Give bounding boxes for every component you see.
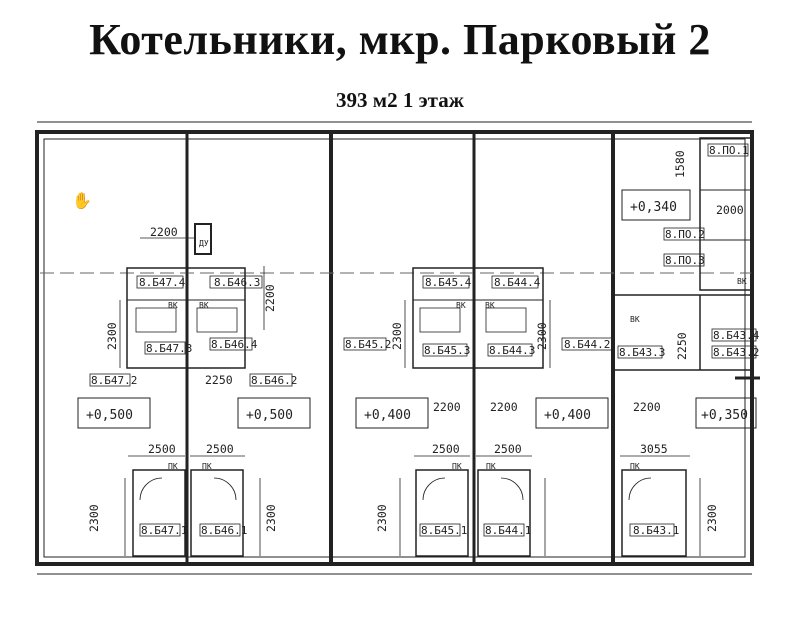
room-label: 8.Б43.1	[633, 524, 679, 537]
equipment-mark: ПК	[630, 462, 640, 471]
dimension-label: 2200	[633, 400, 661, 414]
room-label: 8.Б46.2	[251, 374, 297, 387]
room-label: 8.Б47.4	[139, 276, 186, 289]
room-label: 8.Б43.2	[713, 346, 759, 359]
dimension-label: 2500	[148, 442, 176, 456]
dimension-label: 2300	[375, 504, 389, 532]
level-mark: +0,340	[630, 200, 677, 215]
room-label: 8.Б45.2	[345, 338, 391, 351]
dimension-label: 2500	[494, 442, 522, 456]
equipment-mark: ПК	[486, 462, 496, 471]
level-mark: +0,400	[544, 408, 591, 423]
dimension-label: 2200	[263, 284, 277, 312]
equipment-mark: ВК	[456, 301, 466, 310]
room-label: 8.ПО.1	[709, 144, 749, 157]
room-label: 8.Б43.4	[713, 329, 760, 342]
dimension-label: 2200	[433, 400, 461, 414]
dimension-label: 2000	[716, 203, 744, 217]
dimension-label: 2300	[390, 322, 404, 350]
room-label: 8.Б45.4	[425, 276, 472, 289]
level-mark: +0,500	[86, 408, 133, 423]
level-mark: +0,400	[364, 408, 411, 423]
room-label: 8.Б44.2	[564, 338, 610, 351]
room-label: 8.Б46.1	[201, 524, 247, 537]
dimension-label: 2300	[87, 504, 101, 532]
page-subtitle: 393 м2 1 этаж	[336, 88, 464, 112]
dimension-label: 2300	[535, 322, 549, 350]
room-label: 8.Б47.2	[91, 374, 137, 387]
room-label: 8.Б45.3	[424, 344, 470, 357]
page-title: Котельники, мкр. Парковый 2	[89, 15, 711, 64]
room-label: 8.ПО.2	[665, 228, 705, 241]
dimension-label: 2250	[205, 373, 233, 387]
dimension-label: 1580	[673, 150, 687, 178]
equipment-mark: ДУ	[199, 239, 209, 248]
room-label: 8.Б47.1	[141, 524, 187, 537]
room-label: 8.Б44.1	[485, 524, 531, 537]
dimension-label: 2500	[206, 442, 234, 456]
room-label: 8.Б43.3	[619, 346, 665, 359]
room-label: 8.Б44.3	[489, 344, 535, 357]
room-label: 8.Б44.4	[494, 276, 541, 289]
room-label: 8.Б45.1	[421, 524, 467, 537]
equipment-mark: ВК	[199, 301, 209, 310]
dimension-label: 3055	[640, 442, 668, 456]
equipment-mark: ПК	[168, 462, 178, 471]
equipment-mark: ПК	[202, 462, 212, 471]
equipment-mark: ПК	[452, 462, 462, 471]
equipment-mark: ВК	[485, 301, 495, 310]
dimension-label: 2500	[432, 442, 460, 456]
dimension-label: 2200	[150, 225, 178, 239]
room-label: 8.Б46.4	[211, 338, 258, 351]
room-label: 8.ПО.3	[665, 254, 705, 267]
dimension-label: 2300	[705, 504, 719, 532]
room-label: 8.Б46.3	[214, 276, 260, 289]
level-mark: +0,500	[246, 408, 293, 423]
hand-icon: ✋	[72, 191, 92, 210]
room-label: 8.Б47.3	[146, 342, 192, 355]
equipment-mark: ВК	[737, 277, 747, 286]
equipment-mark: ВК	[168, 301, 178, 310]
dimension-label: 2300	[105, 322, 119, 350]
outer-wall	[35, 130, 754, 566]
dimension-label: 2300	[264, 504, 278, 532]
dimension-label: 2200	[490, 400, 518, 414]
dimension-label: 2250	[675, 332, 689, 360]
equipment-mark: ВК	[630, 315, 640, 324]
level-mark: +0,350	[701, 408, 748, 423]
